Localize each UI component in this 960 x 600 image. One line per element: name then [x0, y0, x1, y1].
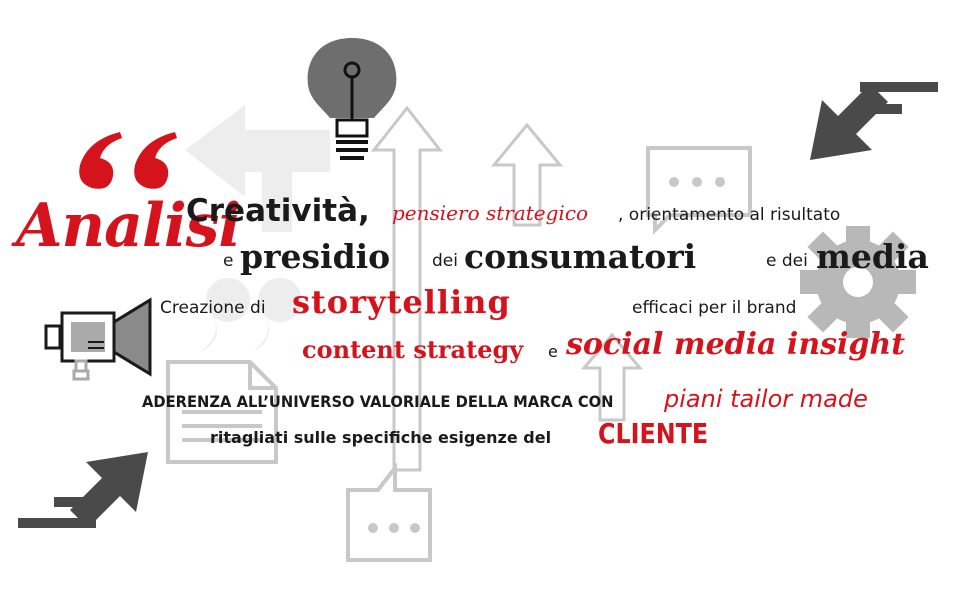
social-media-insight-text: social media insight	[566, 327, 906, 362]
storytelling-word: storytelling	[292, 283, 511, 321]
media-word: media	[816, 237, 929, 276]
document-icon	[166, 360, 278, 464]
consumatori-word: consumatori	[464, 237, 697, 276]
e-dei-text: e dei	[766, 251, 808, 271]
arrow-down-left-icon	[810, 82, 938, 160]
piani-tailor-made-text: piani tailor made	[664, 385, 868, 413]
ritagliati-text: ritagliati sulle specifiche esigenze del	[210, 428, 552, 447]
cliente-word: CLIENTE	[598, 417, 709, 450]
arrow-up-right-icon	[18, 452, 148, 528]
chat-bubble-icon	[346, 462, 432, 562]
lightbulb-icon	[307, 38, 397, 160]
creazione-text: Creazione di	[160, 298, 266, 318]
presidio-word: presidio	[240, 237, 391, 276]
e-text: e	[223, 251, 234, 271]
gear-icon	[800, 226, 916, 338]
orientamento-text: , orientamento al risultato	[618, 205, 841, 225]
creativita-word: Creatività,	[186, 193, 370, 229]
e-connector-text: e	[548, 342, 558, 361]
pensiero-strategico-text: pensiero strategico	[392, 201, 589, 225]
quote-open-icon	[79, 132, 177, 189]
analisi-word: Analisi	[16, 191, 241, 261]
content-strategy-text: content strategy	[302, 335, 524, 364]
chat-bubble-icon	[646, 146, 752, 235]
efficaci-text: efficaci per il brand	[632, 298, 797, 318]
quote-close-icon	[200, 278, 302, 352]
arrow-left-icon	[185, 105, 330, 232]
aderenza-text: ADERENZA ALL’UNIVERSO VALORIALE DELLA MA…	[142, 392, 614, 411]
dei-text: dei	[432, 251, 458, 271]
arrow-up-icon	[370, 105, 644, 472]
megaphone-icon	[44, 297, 152, 381]
